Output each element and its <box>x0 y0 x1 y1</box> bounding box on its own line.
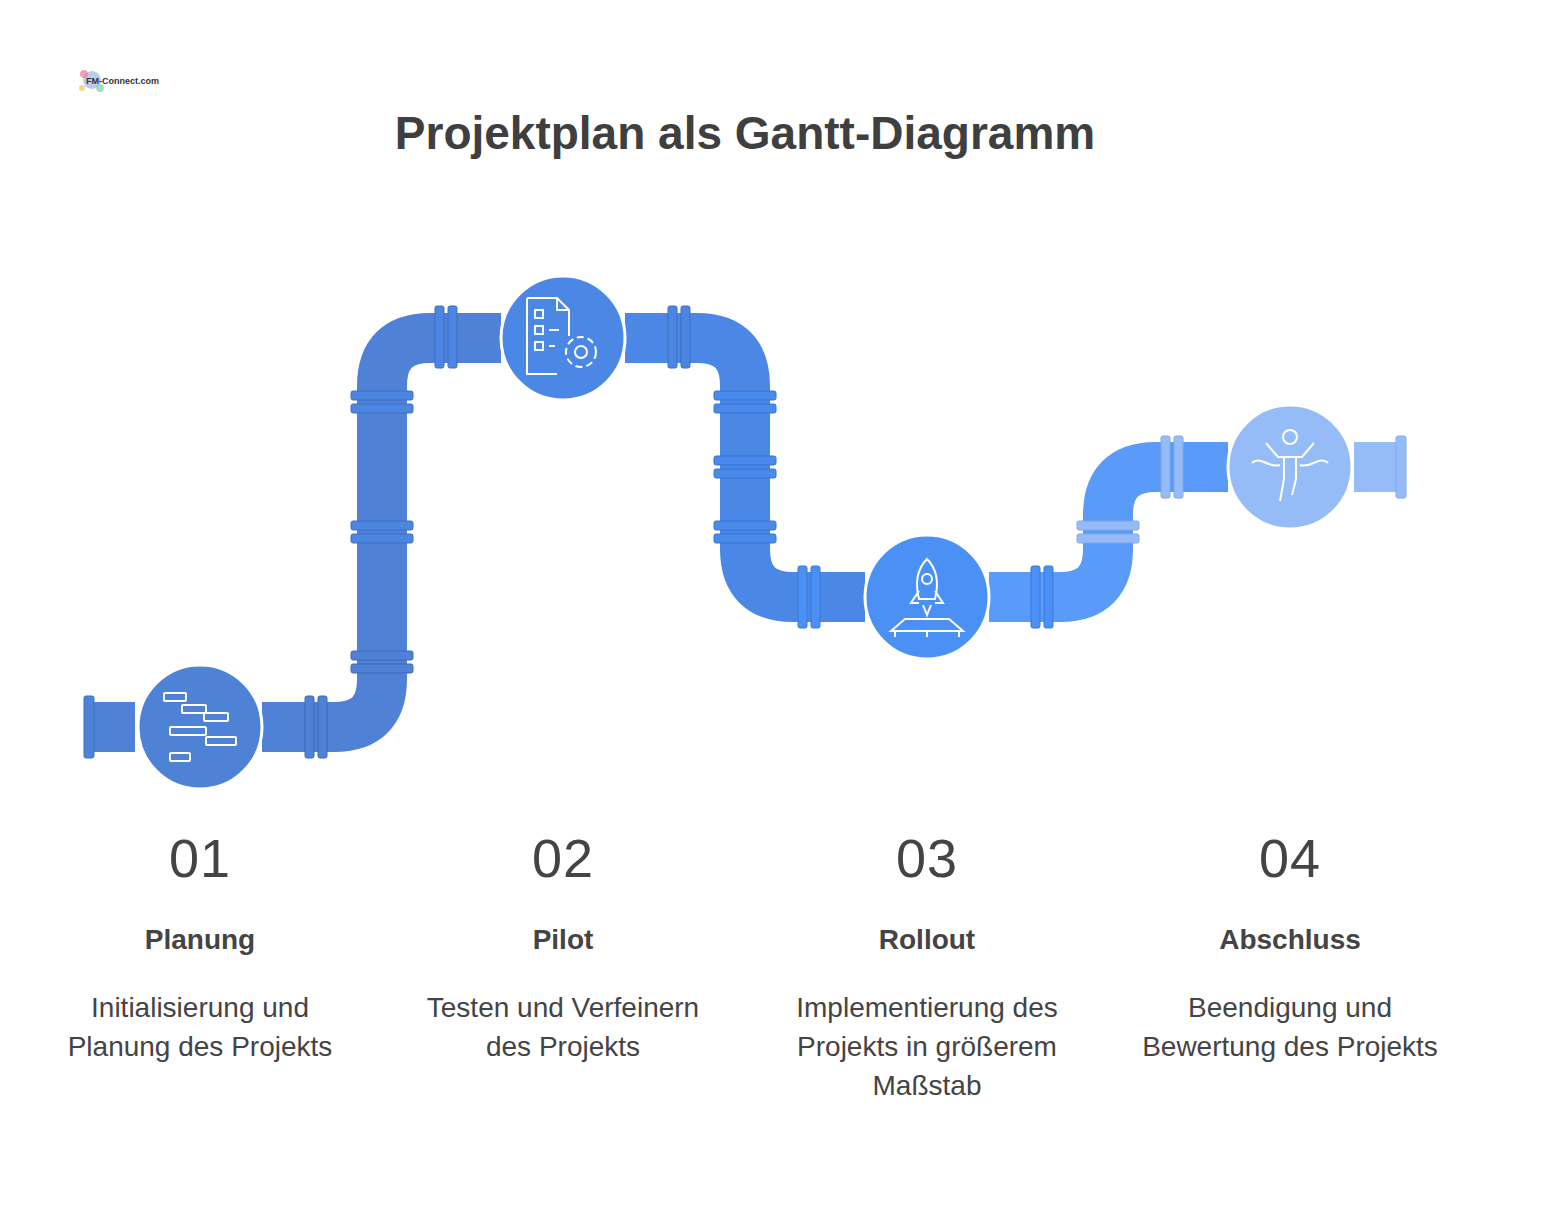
step-description: Testen und Verfeinern des Projekts <box>403 988 723 1066</box>
step-number: 01 <box>40 828 360 888</box>
circle-shape <box>863 533 991 661</box>
circle-shape <box>1226 403 1354 531</box>
flange-set <box>305 306 1183 758</box>
pipe-connector <box>262 338 501 727</box>
step-circle: 04AbschlussBeendigung und Bewertung des … <box>1226 403 1354 531</box>
step-heading: Pilot <box>403 922 723 958</box>
circle-shape <box>136 663 264 791</box>
pipe-connector <box>989 467 1228 597</box>
diagram-title: Projektplan als Gantt-Diagramm <box>0 106 1490 160</box>
pipe-cap <box>84 696 94 758</box>
step-circle: 03RolloutImplementierung des Projekts in… <box>863 533 991 661</box>
step-heading: Rollout <box>767 922 1087 958</box>
logo-text: FM-Connect.com <box>86 76 159 86</box>
step-number: 02 <box>403 828 723 888</box>
step-description: Implementierung des Projekts in größerem… <box>767 988 1087 1105</box>
pipe-cap <box>1396 436 1406 498</box>
step-circle: 01PlanungInitialisierung und Planung des… <box>136 663 264 791</box>
step-number: 04 <box>1130 828 1450 888</box>
circle-shape <box>499 274 627 402</box>
step-description: Initialisierung und Planung des Projekts <box>40 988 360 1066</box>
step-number: 03 <box>767 828 1087 888</box>
step-circle: 02PilotTesten und Verfeinern des Projekt… <box>499 274 627 402</box>
step-description: Beendigung und Bewertung des Projekts <box>1130 988 1450 1066</box>
pipe-connector <box>625 338 865 597</box>
step-heading: Planung <box>40 922 360 958</box>
step-heading: Abschluss <box>1130 922 1450 958</box>
flange-set <box>351 391 1139 673</box>
